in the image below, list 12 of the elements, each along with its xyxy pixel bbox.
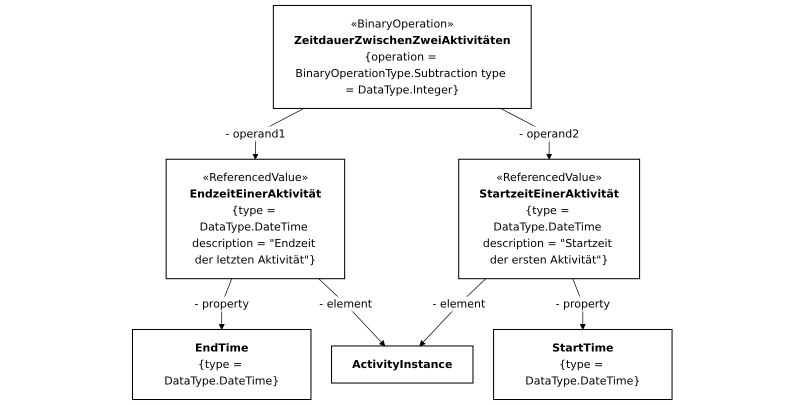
edge-label: - operand2 [518,126,579,140]
edge-label: - property [555,297,610,310]
node-box: «BinaryOperation» ZeitdauerZwischenZweiAktivitäten {operation = BinaryOperationType.Subtraction type = DataType.Integer} [272,4,532,109]
node-box: «ReferencedValue» EndzeitEinerAktivität {type = DataType.DateTime description = "Endzeit der letzten Aktivität"} [165,158,345,280]
node-box: ActivityInstance [330,345,474,384]
edge-label: - property [194,297,249,310]
edge-label: - element [319,297,372,310]
node-box: «ReferencedValue» StartzeitEinerAktivität {type = DataType.DateTime description = "Startzeit der ersten Aktivität"} [458,158,640,280]
edge-label: - operand1 [225,126,286,140]
node-box: EndTime {type = DataType.DateTime} [132,328,312,400]
edge-label: - element [432,297,485,310]
node-box: StartTime {type = DataType.DateTime} [492,328,672,400]
